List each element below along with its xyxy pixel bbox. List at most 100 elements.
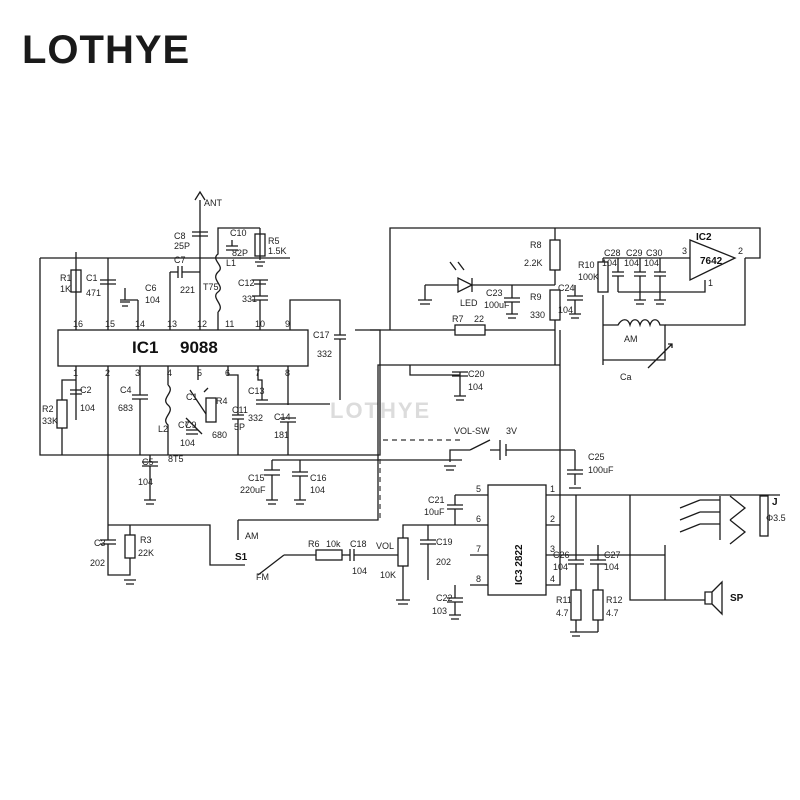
- c5-ref: C5: [142, 457, 154, 467]
- c7-ref: C7: [174, 255, 186, 265]
- c1-body: [100, 258, 116, 330]
- c7-variable: [185, 417, 203, 435]
- r12-ref: R12: [606, 595, 623, 605]
- vol-sw-battery[interactable]: [449, 439, 575, 462]
- ic2-output-wire: [665, 258, 746, 326]
- r3-val: 22K: [138, 548, 154, 558]
- r1-body: [70, 269, 82, 293]
- c14-ref: C14: [274, 412, 291, 422]
- c10-val: 82P: [232, 248, 248, 258]
- c10-body: [226, 240, 238, 251]
- am-coil-ca: [603, 319, 673, 369]
- ic2-body: [689, 239, 737, 282]
- c13-ref: C13: [248, 386, 265, 396]
- am-coil-label: AM: [624, 334, 638, 344]
- c26-val: 104: [553, 562, 568, 572]
- led-diode: [418, 276, 555, 305]
- am-label: AM: [245, 531, 259, 541]
- r6-body: [315, 549, 343, 561]
- vol-wires: [396, 524, 470, 605]
- l2-val: 8T5: [168, 454, 184, 464]
- s1-switch[interactable]: [237, 520, 398, 576]
- ic1-pin-5: 5: [197, 368, 202, 378]
- c23-val: 100uF: [484, 300, 510, 310]
- l1-val: T75: [203, 282, 219, 292]
- c6-val: 104: [145, 295, 160, 305]
- r3-ref: R3: [140, 535, 152, 545]
- c15-ref: C15: [248, 473, 265, 483]
- c7-val: 221: [180, 285, 195, 295]
- ic3-name: IC3 2822: [514, 544, 525, 585]
- c5-body: [142, 455, 158, 505]
- c9-ref: C9: [185, 420, 197, 430]
- c6-ref: C6: [145, 283, 157, 293]
- c3-val: 202: [90, 558, 105, 568]
- c29-ref: C29: [626, 248, 643, 258]
- c4-ref: C4: [120, 385, 132, 395]
- ic1-name: IC1: [132, 338, 158, 357]
- c7-body: [169, 266, 200, 330]
- ic1-pin-3: 3: [135, 368, 140, 378]
- vol-sw-link: [379, 439, 460, 518]
- ic3-pin-wires: [470, 330, 780, 586]
- c11-body: [227, 366, 244, 455]
- c2-ref: C2: [80, 385, 92, 395]
- c15-val: 220uF: [240, 485, 266, 495]
- ic3-pin-1: 1: [550, 484, 555, 494]
- r4-ref: R4: [216, 396, 228, 406]
- ic1-pin1-wire: [61, 366, 77, 455]
- gnd-symbol: [444, 465, 456, 471]
- s1-label: S1: [235, 552, 248, 563]
- c19-body: [420, 525, 436, 580]
- r7-val: 22: [474, 314, 484, 324]
- c29-val: 104: [624, 258, 639, 268]
- r10-body: [597, 261, 609, 293]
- r11-val: 4.7: [556, 608, 569, 618]
- r8-val: 2.2K: [524, 258, 543, 268]
- ic1-pin-12: 12: [197, 319, 207, 329]
- ic2-pin-3: 3: [682, 246, 687, 256]
- c12-val: 331: [242, 294, 257, 304]
- r7-body: [454, 324, 486, 336]
- ca-label: Ca: [620, 372, 632, 382]
- r6-val: 10k: [326, 539, 341, 549]
- r10-ref: R10: [578, 260, 595, 270]
- vol-pot[interactable]: [397, 537, 409, 567]
- c28-val: 104: [602, 258, 617, 268]
- r12-val: 4.7: [606, 608, 619, 618]
- c1-var-label: C1: [186, 392, 198, 402]
- l2-coil: [165, 366, 171, 455]
- ic3-pin-2: 2: [550, 514, 555, 524]
- c20-ref: C20: [468, 369, 485, 379]
- fm-label: FM: [256, 572, 269, 582]
- am-bus: [238, 364, 560, 521]
- c2-val: 104: [80, 403, 95, 413]
- c12-body: [252, 279, 268, 330]
- vol-label: VOL: [376, 541, 394, 551]
- r2-body: [56, 399, 68, 429]
- c8-body: [192, 231, 208, 237]
- c25-val: 100uF: [588, 465, 614, 475]
- r8-body: [549, 239, 561, 271]
- r5-val: 1.5K: [268, 246, 287, 256]
- c22-body: [447, 585, 463, 620]
- led-rays: [449, 261, 465, 271]
- l1-coil: [215, 227, 260, 330]
- c22-val: 103: [432, 606, 447, 616]
- v3-label: 3V: [506, 426, 517, 436]
- r11-body: [570, 589, 582, 621]
- sp-label: SP: [730, 593, 744, 604]
- brand-logo: LOTHYE: [22, 28, 191, 72]
- jack-label: J: [772, 497, 778, 508]
- r9-ref: R9: [530, 292, 542, 302]
- ic1-pin-14: 14: [135, 319, 145, 329]
- c11-ref: C11: [232, 405, 248, 415]
- r7-ref: R7: [452, 314, 464, 324]
- c18-ref: C18: [350, 539, 367, 549]
- r12-body: [592, 589, 604, 621]
- c17-body: [289, 299, 346, 400]
- jack-body[interactable]: [759, 495, 769, 537]
- r4-val: 680: [212, 430, 227, 440]
- ic2-part: 7642: [700, 256, 723, 267]
